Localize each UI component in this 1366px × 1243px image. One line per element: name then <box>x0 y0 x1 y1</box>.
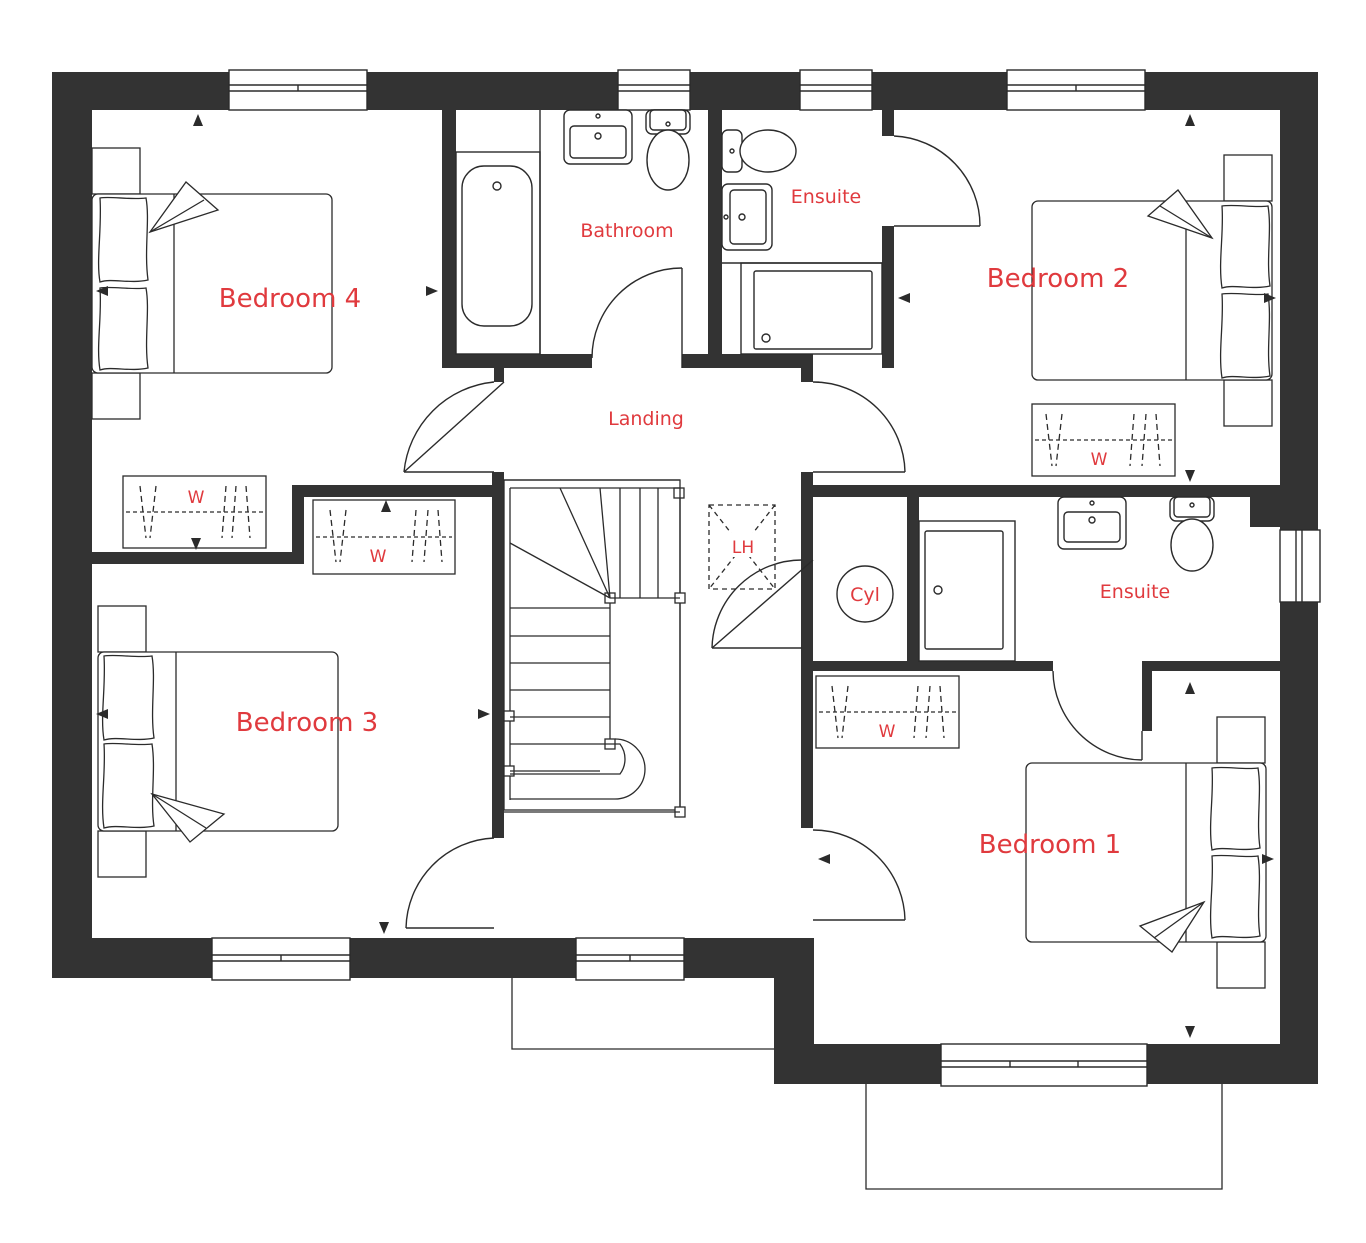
bathroom-fixtures <box>455 109 1215 662</box>
window-icon <box>617 69 691 111</box>
staircase-icon <box>503 479 686 818</box>
door-swing-icon <box>711 559 814 649</box>
cylinder-label: Cyl <box>850 584 880 606</box>
dimension-arrow-icon <box>191 538 201 550</box>
shower-tray-icon <box>740 262 883 355</box>
dimension-arrow-icon <box>426 286 438 296</box>
door-swing-icon <box>1052 670 1143 761</box>
room-label-bathroom: Bathroom <box>580 220 673 242</box>
room-label-ensuite-top: Ensuite <box>791 186 861 208</box>
basin-icon <box>721 183 773 251</box>
doors <box>403 135 1143 929</box>
hot-water-cylinder-icon <box>836 565 894 623</box>
bed-icon <box>1025 716 1267 989</box>
dimension-arrow-icon <box>1185 1026 1195 1038</box>
toilet-icon <box>645 109 691 191</box>
wardrobe-label: W <box>370 547 387 567</box>
dimension-arrow-icon <box>1262 854 1274 864</box>
bed-icon <box>97 605 339 878</box>
loft-hatch-icon <box>708 504 776 590</box>
bath-icon <box>455 151 541 355</box>
wardrobe-label: W <box>1091 450 1108 470</box>
toilet-icon <box>721 129 797 173</box>
room-label-bedroom-1: Bedroom 1 <box>979 830 1121 860</box>
dimension-arrow-icon <box>478 709 490 719</box>
wardrobe-label: W <box>188 488 205 508</box>
loft-hatch-label: LH <box>732 538 754 558</box>
dimension-arrow-icon <box>96 709 108 719</box>
basin-icon <box>563 109 633 165</box>
wardrobe-icon <box>815 675 960 749</box>
bed-icon <box>1031 154 1273 427</box>
wardrobes <box>122 403 1176 749</box>
beds <box>91 147 1273 989</box>
window-icon <box>1006 69 1146 111</box>
wardrobe-icon <box>312 499 456 575</box>
door-swing-icon <box>405 837 495 929</box>
room-label-ensuite-bottom: Ensuite <box>1100 581 1170 603</box>
window-icon <box>1279 529 1321 603</box>
dimension-arrow-icon <box>379 922 389 934</box>
door-swing-icon <box>893 135 981 227</box>
dimension-arrow-icon <box>96 286 108 296</box>
window-icon <box>940 1043 1148 1087</box>
dimension-arrows <box>96 114 1276 1038</box>
dimension-arrow-icon <box>818 854 830 864</box>
shower-tray-icon <box>918 520 1016 662</box>
wardrobe-icon <box>1031 403 1176 477</box>
room-label-bedroom-3: Bedroom 3 <box>236 708 378 738</box>
window-icon <box>228 69 368 111</box>
dimension-arrow-icon <box>1264 293 1276 303</box>
wardrobe-icon <box>122 475 267 549</box>
door-swing-icon <box>812 381 906 473</box>
dimension-arrow-icon <box>1185 114 1195 126</box>
dimension-arrow-icon <box>193 114 203 126</box>
windows <box>211 69 1321 1087</box>
wardrobe-label: W <box>879 722 896 742</box>
window-icon <box>211 937 351 981</box>
window-icon <box>799 69 873 111</box>
door-swing-icon <box>403 381 505 473</box>
dimension-arrow-icon <box>1185 470 1195 482</box>
door-swing-icon <box>591 267 683 368</box>
dimension-arrow-icon <box>1185 682 1195 694</box>
dimension-arrow-icon <box>381 500 391 512</box>
bed-icon <box>91 147 333 420</box>
toilet-icon <box>1169 496 1215 572</box>
window-icon <box>575 937 685 981</box>
dimension-arrow-icon <box>898 293 910 303</box>
projection-outlines <box>511 975 1223 1190</box>
door-swing-icon <box>812 829 906 921</box>
room-label-landing: Landing <box>608 408 684 430</box>
basin-icon <box>1057 496 1127 550</box>
room-label-bedroom-2: Bedroom 2 <box>987 264 1129 294</box>
room-label-bedroom-4: Bedroom 4 <box>219 284 361 314</box>
